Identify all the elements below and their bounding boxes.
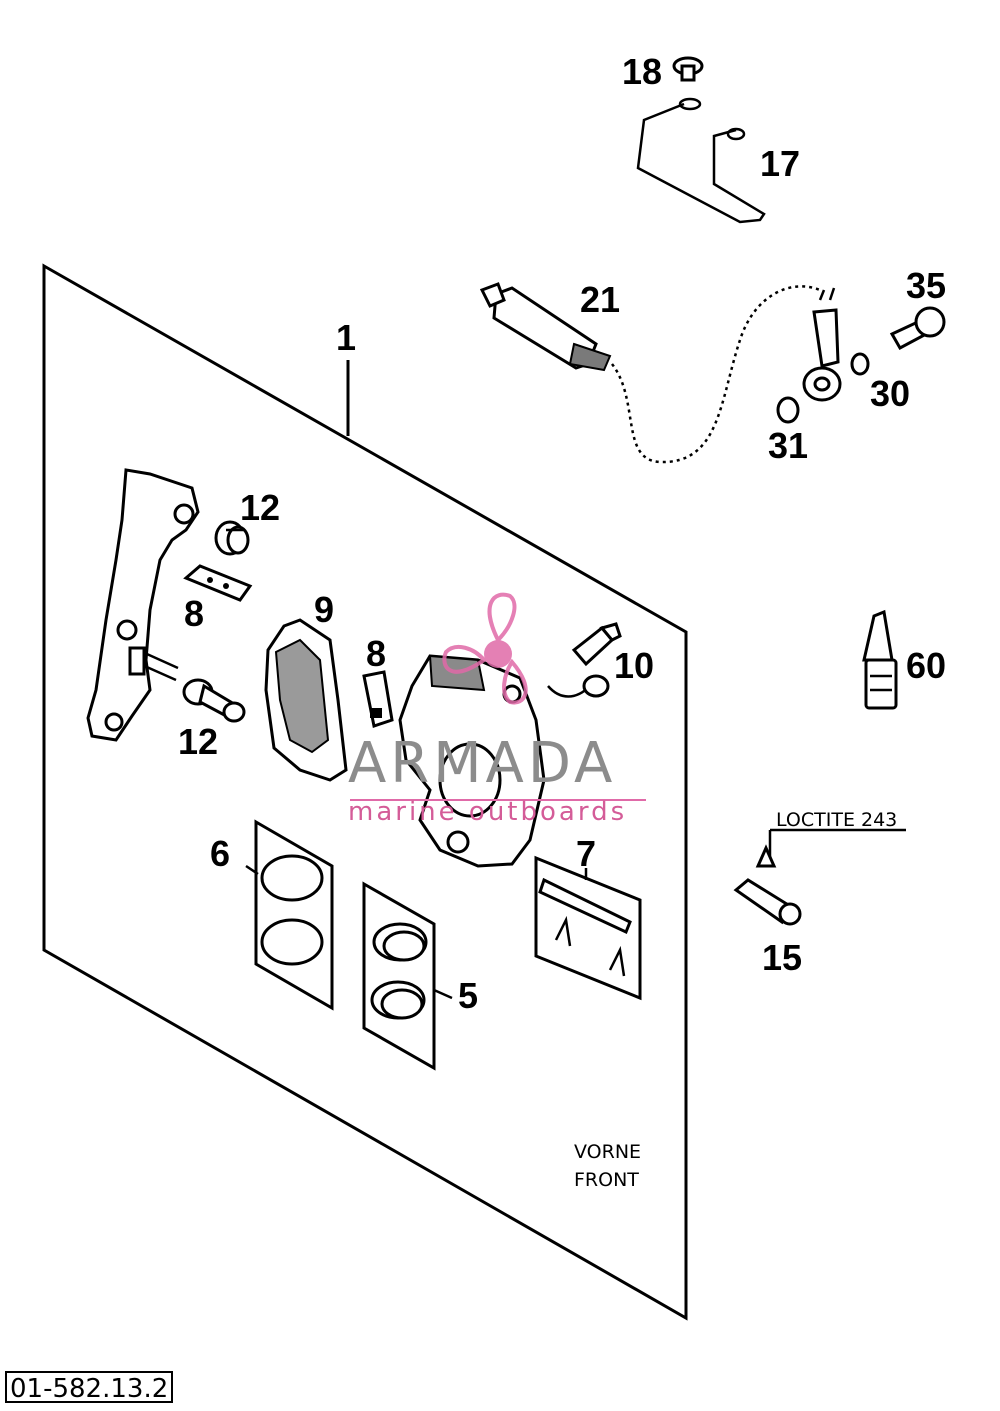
bolt-15 [733,828,906,926]
label-1: 1 [336,317,356,358]
label-60: 60 [906,645,946,686]
watermark-logo [442,592,528,705]
label-10: 10 [614,645,654,686]
kit-panel [42,263,688,1321]
label-8-left: 8 [184,593,204,634]
label-31: 31 [768,425,808,466]
leader-5 [433,988,453,1000]
note-front-en: FRONT [574,1169,639,1191]
reference-code: 01-582.13.2 [10,1374,168,1404]
label-21: 21 [580,279,620,320]
watermark-brand: ARMADA [348,731,616,796]
washer-31 [776,396,800,424]
note-front-de: VORNE [574,1141,641,1163]
banjo-bolt [889,306,946,351]
bushing-upper [214,520,250,556]
seal-kit [362,881,436,1071]
label-18: 18 [622,51,662,92]
brake-hose [479,282,821,464]
slide-pin [182,678,246,723]
label-30: 30 [870,373,910,414]
label-6: 6 [210,833,230,874]
banjo-fitting [802,287,842,402]
reference-box [5,1371,173,1403]
label-7: 7 [576,833,596,874]
bleeder-valve [547,622,622,698]
spring-clip-left [183,564,253,602]
label-9: 9 [314,589,334,630]
label-35: 35 [906,265,946,306]
label-12-lower: 12 [178,721,218,762]
hose-bracket [636,97,766,224]
label-17: 17 [760,143,800,184]
screw-18 [672,56,704,82]
watermark-tagline: marine outboards [348,797,627,827]
washer-30 [850,352,870,376]
piston-kit [254,819,334,1011]
brake-pad [264,618,348,782]
label-8-middle: 8 [366,633,386,674]
pin-kit [534,855,642,1001]
loctite-bottle [862,609,898,710]
label-5: 5 [458,975,478,1016]
caliper-bracket [86,468,200,742]
label-15: 15 [762,937,802,978]
leader-6 [245,864,259,876]
label-12-upper: 12 [240,487,280,528]
note-loctite: LOCTITE 243 [776,809,897,831]
pad-spring [362,670,394,728]
